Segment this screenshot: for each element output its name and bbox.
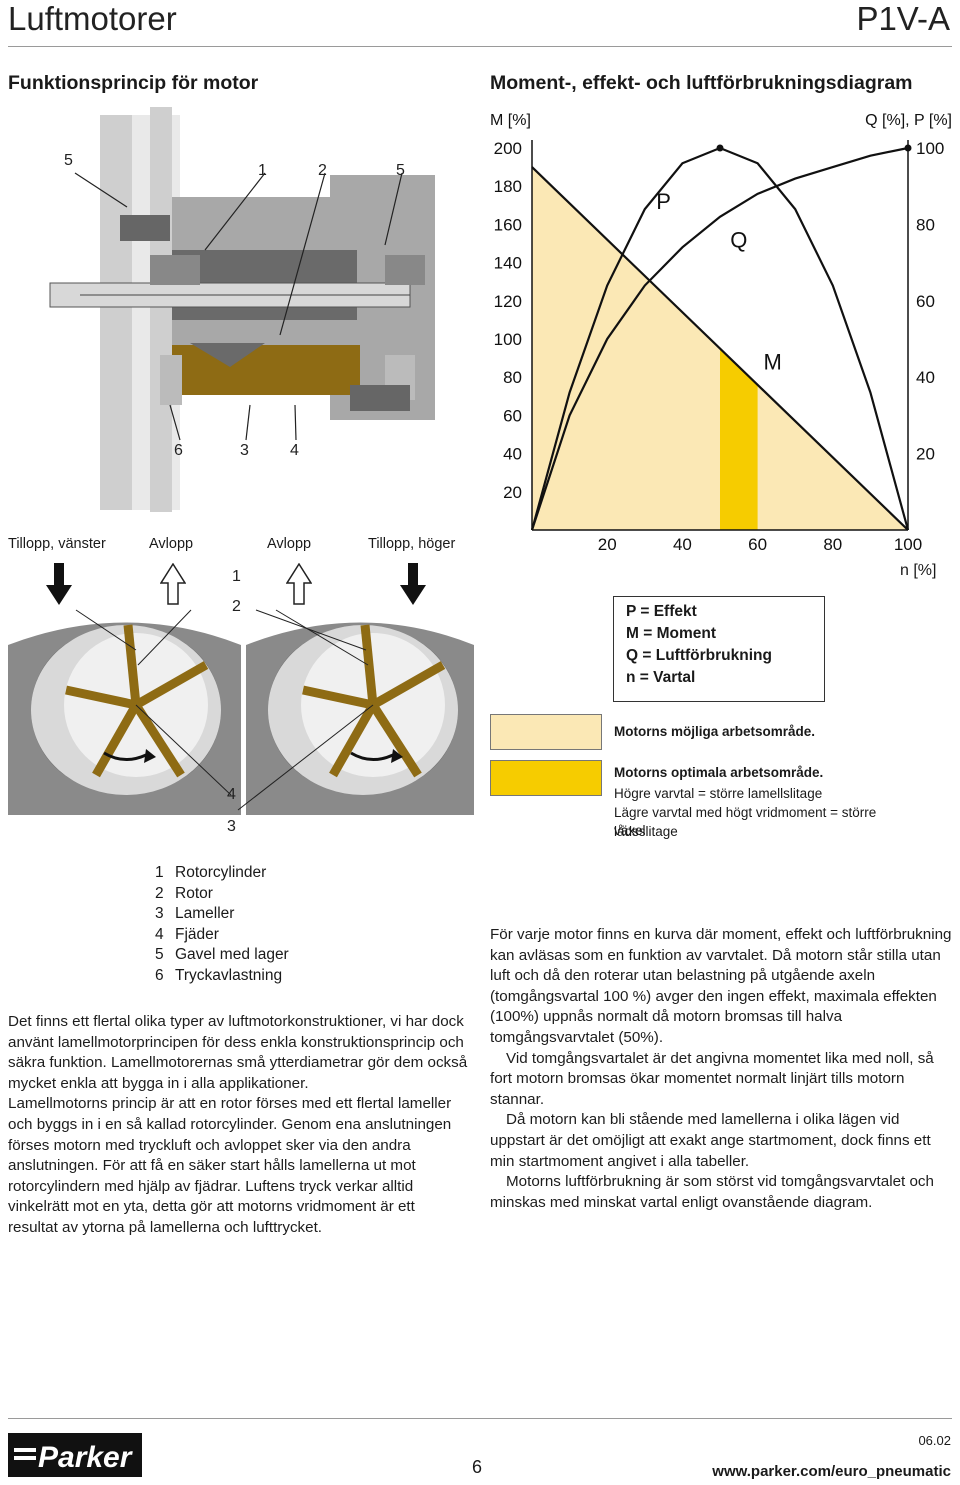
inlet-arrow-left-icon	[46, 563, 72, 605]
paragraph: Motorns luftförbrukning är som störst vi…	[490, 1173, 934, 1211]
svg-text:Parker: Parker	[38, 1441, 134, 1474]
paragraph: Det finns ett flertal olika typer av luf…	[8, 1013, 468, 1092]
y-right-tick-label: 40	[916, 368, 935, 387]
footer-date: 06.02	[918, 1433, 951, 1448]
right-section-title: Moment-, effekt- och luftförbrukningsdia…	[490, 72, 913, 94]
legend-item: Q = Luftförbrukning	[626, 647, 772, 664]
page-number: 6	[472, 1457, 483, 1477]
max-flow-point	[904, 144, 912, 152]
series-line-M	[531, 166, 909, 531]
header-model: P1V-A	[856, 0, 950, 37]
legend-item: n = Vartal	[626, 669, 696, 686]
optimal-area-label: Motorns optimala arbetsområde.	[614, 765, 824, 780]
area-note-1: Högre varvtal = större lamellslitage	[614, 786, 823, 801]
callout-4: 4	[290, 442, 299, 459]
left-section-title: Funktionsprincip för motor	[8, 72, 259, 94]
callout-5-left: 5	[64, 152, 73, 169]
area-note-3: lådsslitage	[614, 824, 678, 839]
rotor-callout-2: 2	[232, 598, 241, 615]
footer-divider	[8, 1418, 952, 1419]
x-tick-label: 100	[894, 535, 922, 554]
y-left-tick-label: 20	[503, 483, 522, 502]
y-left-tick-label: 100	[494, 330, 522, 349]
port-label-outlet-1: Avlopp	[149, 536, 194, 552]
y-left-tick-label: 40	[503, 445, 522, 464]
optimal-area-swatch	[490, 760, 602, 796]
x-tick-label: 60	[748, 535, 767, 554]
outlet-arrow-2-icon	[286, 563, 312, 605]
callout-1: 1	[258, 162, 267, 179]
series-line-Q	[530, 146, 909, 531]
port-label-inlet-left: Tillopp, vänster	[8, 536, 106, 552]
x-axis-label: n [%]	[900, 562, 937, 579]
chart-legend: P = Effekt M = Moment Q = Luftförbruknin…	[613, 596, 825, 702]
curve-label-P: P	[656, 189, 671, 214]
optimal-area	[720, 348, 758, 530]
curve-label-Q: Q	[730, 227, 747, 252]
inlet-arrow-right-icon	[400, 563, 426, 605]
x-tick-label: 20	[598, 535, 617, 554]
x-tick-label: 40	[673, 535, 692, 554]
footer-url[interactable]: www.parker.com/euro_pneumatic	[712, 1463, 951, 1480]
y-right-tick-label: 20	[916, 445, 935, 464]
rotor-cross-section-illustration	[8, 609, 474, 815]
y-axis-right-label: Q [%], P [%]	[865, 112, 952, 129]
rotor-callout-4: 4	[227, 786, 236, 803]
y-axis-left-label: M [%]	[490, 112, 531, 129]
possible-area-swatch	[490, 714, 602, 750]
right-body-text: För varje motor finns en kurva där momen…	[490, 925, 952, 1213]
area-note-2: Lägre varvtal med högt vridmoment = stör…	[614, 805, 877, 838]
y-left-tick-label: 140	[494, 254, 522, 273]
left-body-text: Det finns ett flertal olika typer av luf…	[8, 1012, 468, 1239]
curve-label-M: M	[763, 350, 781, 375]
y-right-tick-label: 60	[916, 292, 935, 311]
y-right-tick-label: 80	[916, 215, 935, 234]
motor-cross-section-illustration	[49, 107, 435, 512]
header-title: Luftmotorer	[8, 0, 177, 37]
rotor-callout-3: 3	[227, 818, 236, 835]
paragraph: Vid tomgångsvartalet är det angivna mome…	[490, 1049, 934, 1108]
callout-6: 6	[174, 442, 183, 459]
parker-logo: Parker	[8, 1433, 142, 1477]
header-divider	[8, 46, 952, 47]
paragraph: Då motorn kan bli stående med lamellerna…	[490, 1111, 931, 1170]
possible-area-label: Motorns möjliga arbetsområde.	[614, 724, 816, 739]
y-left-tick-label: 60	[503, 406, 522, 425]
paragraph: För varje motor finns en kurva där momen…	[490, 926, 952, 1046]
port-label-outlet-2: Avlopp	[267, 536, 312, 552]
legend-item: M = Moment	[626, 625, 716, 642]
rotor-callout-1: 1	[232, 568, 241, 585]
paragraph: Lamellmotorns princip är att en rotor fö…	[8, 1095, 452, 1236]
y-left-tick-label: 160	[494, 215, 522, 234]
performance-chart: M [%] Q [%], P [%] 200 180 160 140 120 100 80 60 4…	[490, 112, 952, 554]
y-left-tick-label: 200	[494, 139, 522, 158]
x-tick-label: 80	[823, 535, 842, 554]
max-power-point	[716, 144, 724, 152]
callout-3: 3	[240, 442, 249, 459]
port-label-inlet-right: Tillopp, höger	[368, 536, 456, 552]
y-left-tick-label: 120	[494, 292, 522, 311]
y-left-tick-label: 80	[503, 368, 522, 387]
y-right-tick-label: 100	[916, 139, 944, 158]
callout-5-right: 5	[396, 162, 405, 179]
outlet-arrow-1-icon	[160, 563, 186, 605]
y-left-tick-label: 180	[494, 177, 522, 196]
legend-item: P = Effekt	[626, 603, 697, 620]
callout-2: 2	[318, 162, 327, 179]
